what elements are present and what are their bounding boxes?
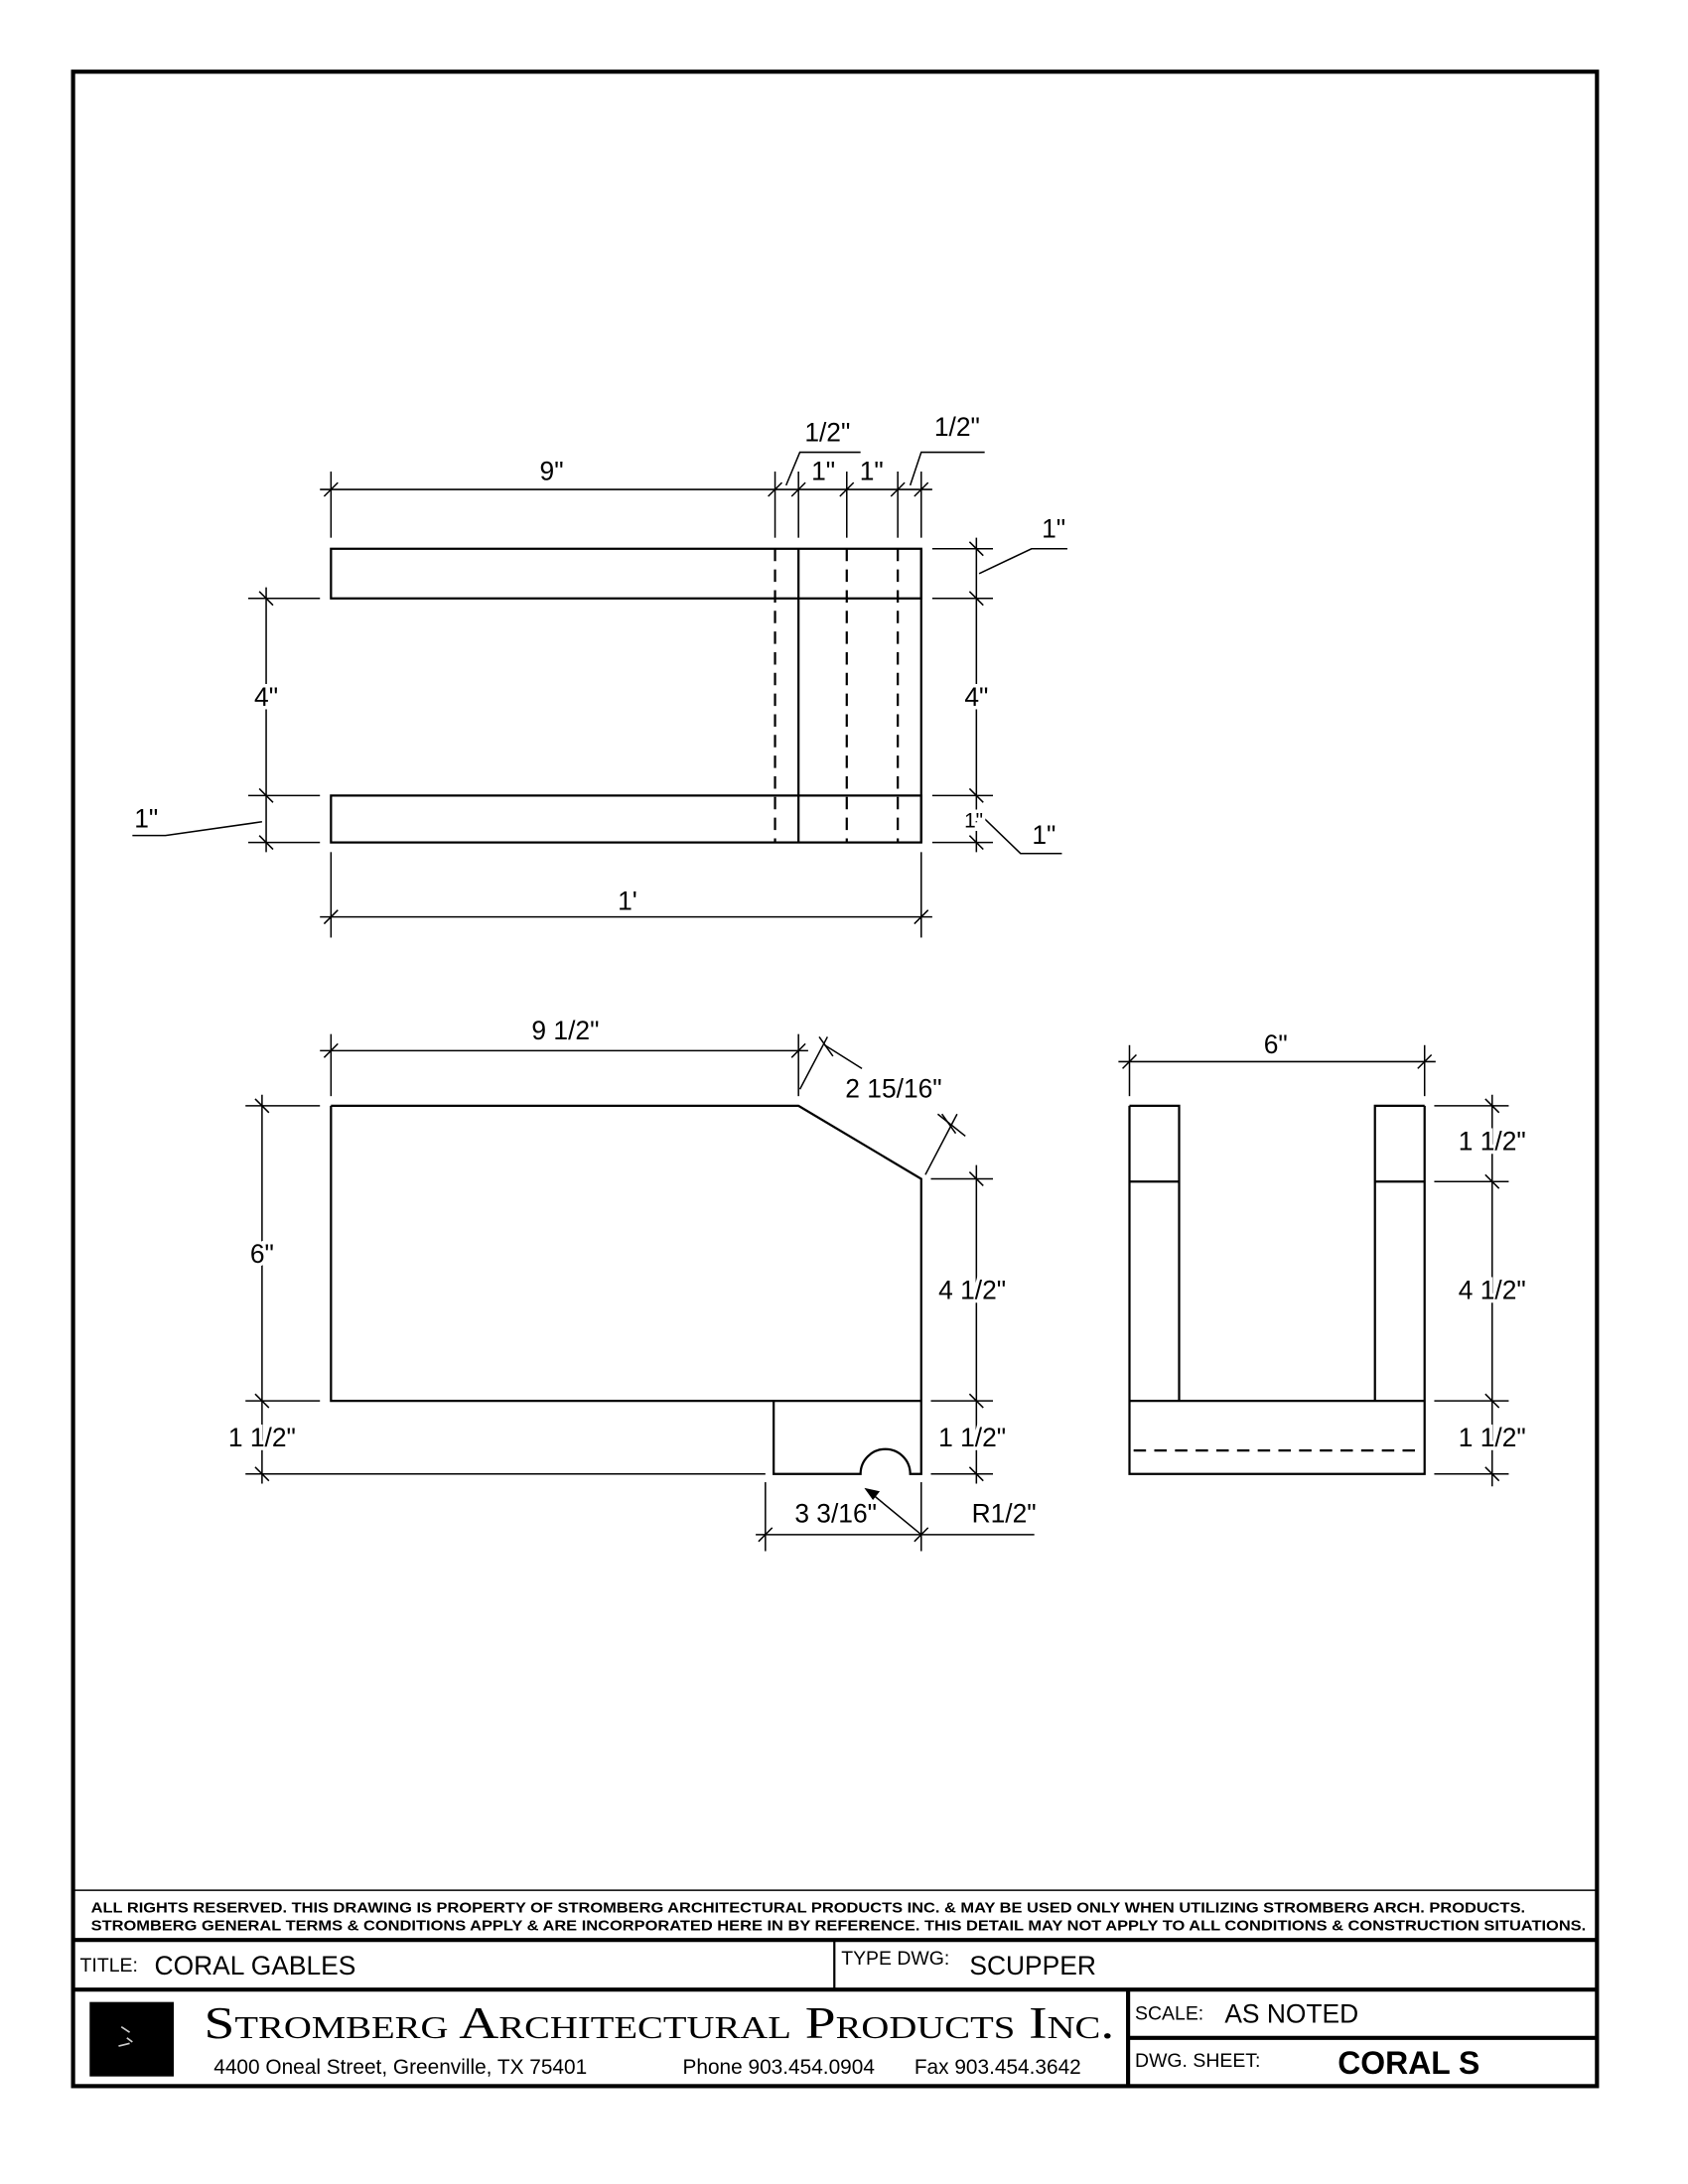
dim-bottom: 1 1/2"	[1459, 1423, 1526, 1452]
dim-half-b: 1/2"	[934, 412, 980, 442]
dim-height: 6"	[250, 1239, 274, 1269]
end-view: 6" 1 1/2" 4 1/2" 1 1/2"	[1118, 1026, 1529, 1487]
dwg-sheet-label: DWG. SHEET:	[1135, 2050, 1260, 2072]
dim-radius: R1/2"	[972, 1498, 1037, 1528]
top-flange	[330, 547, 922, 600]
company-fax: Fax 903.454.3642	[914, 2056, 1081, 2079]
company-address: 4400 Oneal Street, Greenville, TX 75401	[213, 2056, 587, 2079]
dim-one-b: 1"	[860, 456, 884, 485]
scale-label: SCALE:	[1135, 2003, 1203, 2025]
scale-value: AS NOTED	[1224, 1999, 1358, 2029]
top-view: 9" 1/2" 1/2" 1" 1" 4" 4" 1" 1" 1" 1" 1'	[131, 408, 1069, 938]
side-view: 9 1/2" 2 15/16" 6" 1 1/2" 4 1/2" 1 1/2" …	[224, 1013, 1040, 1552]
rights-note-line-1: ALL RIGHTS RESERVED. THIS DRAWING IS PRO…	[91, 1900, 1525, 1916]
logo-mark-icon	[118, 2025, 133, 2047]
title-value: CORAL GABLES	[155, 1951, 356, 1980]
dim-flange-right-small: 1"	[964, 809, 983, 832]
dim-flange-right-bottom: 1"	[1032, 820, 1055, 850]
type-dwg-value: SCUPPER	[969, 1951, 1096, 1980]
rights-note-line-2: STROMBERG GENERAL TERMS & CONDITIONS APP…	[91, 1918, 1587, 1934]
dim-overall-length: 1'	[618, 887, 637, 916]
dim-base-right: 1 1/2"	[938, 1423, 1006, 1452]
title-label: TITLE:	[80, 1955, 138, 1977]
dwg-sheet-value: CORAL S	[1337, 2045, 1479, 2081]
dim-middle: 4 1/2"	[1459, 1275, 1526, 1304]
title-block: ALL RIGHTS RESERVED. THIS DRAWING IS PRO…	[72, 1889, 1598, 2087]
dim-right-height: 4 1/2"	[938, 1275, 1006, 1304]
dim-flange-left: 1"	[134, 803, 158, 833]
dim-top: 1 1/2"	[1459, 1126, 1526, 1156]
dim-width: 6"	[1264, 1029, 1288, 1059]
bottom-flange	[330, 794, 922, 844]
dim-half-a: 1/2"	[804, 417, 850, 447]
company-phone: Phone 903.454.0904	[683, 2056, 875, 2079]
dim-notch-offset: 3 3/16"	[794, 1498, 877, 1528]
dim-top-length: 9 1/2"	[531, 1016, 599, 1045]
dim-flange-right-top: 1"	[1042, 514, 1065, 544]
dim-one-a: 1"	[811, 456, 835, 485]
dim-height-left: 4"	[254, 682, 278, 712]
dim-base-left: 1 1/2"	[228, 1423, 296, 1452]
dim-slot-length: 9"	[540, 456, 564, 485]
company-logo	[89, 2001, 174, 2077]
dim-chamfer: 2 15/16"	[845, 1074, 941, 1104]
type-dwg-label: TYPE DWG:	[841, 1948, 949, 1970]
company-name: Stromberg Architectural Products Inc.	[205, 1997, 1115, 2048]
dim-height-right: 4"	[964, 682, 988, 712]
sheet-border	[70, 69, 1600, 2089]
